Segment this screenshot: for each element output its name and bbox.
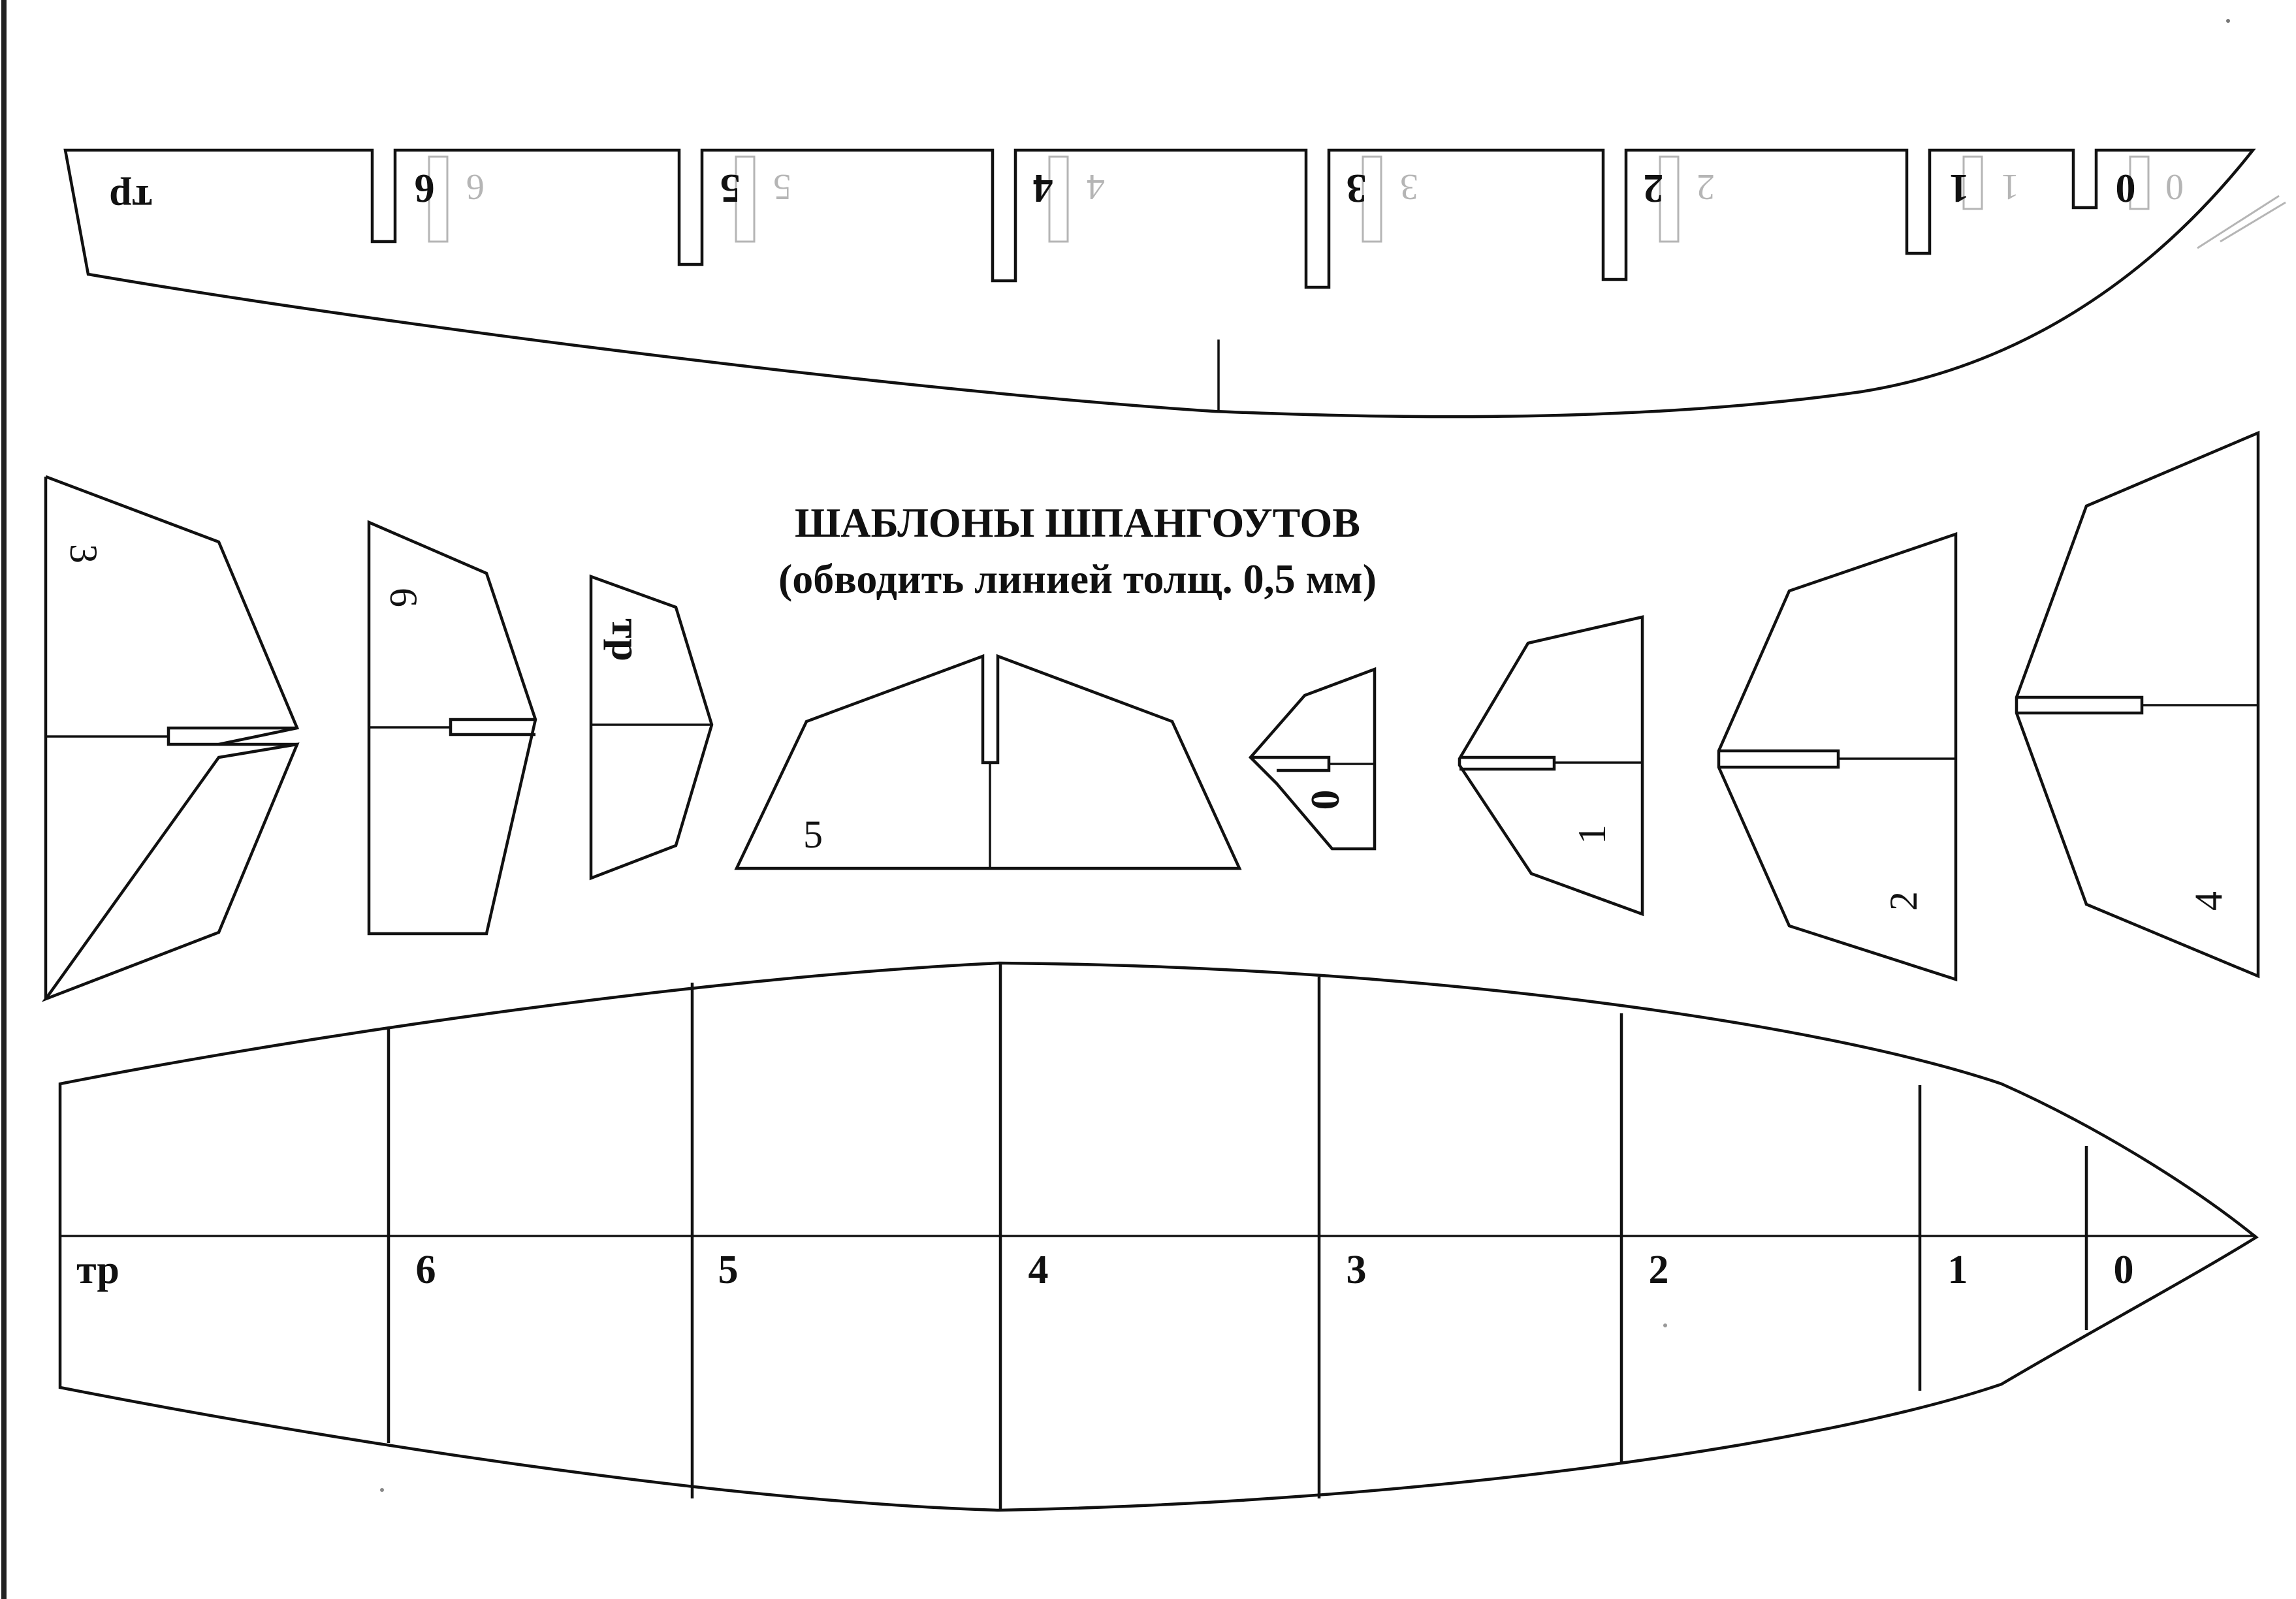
keel-ghost-label: 3 (1400, 166, 1418, 207)
keel-label: тр (109, 177, 152, 221)
keel-ghost-label: 4 (1087, 166, 1105, 207)
keel-label: 1 (1949, 166, 1969, 210)
keel-label: 4 (1033, 166, 1053, 210)
frame-label: тр (603, 618, 648, 661)
frame-outline (589, 574, 714, 881)
keel-profile: тр 6 5 4 3 2 1 0 6 5 4 3 2 1 0 (63, 148, 2286, 419)
keel-ghost-slots (428, 155, 2150, 243)
subtitle: (обводить линией толщ. 0,5 мм) (778, 556, 1377, 602)
frame-template-5: 5 (734, 654, 1242, 870)
frame-label: 2 (1882, 891, 1925, 911)
ghost-slot (1962, 155, 1983, 210)
keel-ghost-label: 5 (773, 166, 791, 207)
frame-label: 0 (1303, 790, 1348, 810)
frame-outline (1248, 667, 1377, 851)
frame-outline (734, 654, 1242, 870)
ghost-slot (1362, 155, 1382, 243)
keel-label: 2 (1644, 166, 1664, 210)
frame-template-2: 2 (1717, 531, 1958, 982)
keel-ghost-label: 6 (466, 166, 485, 207)
deck-labels: тр 6 5 4 3 2 1 0 (76, 1248, 2133, 1292)
keel-labels: тр 6 5 4 3 2 1 0 6 5 4 3 2 1 0 (109, 166, 2184, 221)
deck-label: 0 (2114, 1248, 2134, 1292)
frame-template-0: 0 (1248, 667, 1377, 851)
keel-ghost-label: 2 (1697, 166, 1715, 207)
keel-ghost-label: 1 (2001, 166, 2019, 207)
deck-stations (387, 963, 2088, 1510)
keel-ghost-label: 0 (2165, 166, 2184, 207)
frame-slot (1719, 749, 1840, 769)
deck-label: 1 (1948, 1248, 1968, 1292)
frame-template-4: 4 (2015, 430, 2260, 979)
keel-label: 5 (720, 166, 741, 210)
scan-speck (1663, 1323, 1667, 1327)
ghost-slot (1659, 155, 1680, 243)
frame-label: 1 (1571, 825, 1614, 844)
keel-outline (63, 148, 2256, 419)
keel-bow-ghost-1 (2197, 195, 2280, 249)
title: ШАБЛОНЫ ШПАНГОУТОВ (795, 499, 1360, 546)
deck-label: тр (76, 1248, 120, 1292)
deck-label: 6 (416, 1248, 436, 1292)
frame-template-3: 3 (41, 475, 300, 1002)
frame-outline (1458, 615, 1644, 917)
deck-label: 4 (1028, 1248, 1049, 1292)
frame-template-1: 1 (1458, 615, 1644, 917)
deck-label: 3 (1347, 1248, 1367, 1292)
frame-slot (449, 718, 535, 736)
keel-bow-ghost-2 (2220, 201, 2286, 243)
scan-speck (2226, 19, 2230, 23)
deck-plan: тр 6 5 4 3 2 1 0 (58, 961, 2259, 1512)
frame-label: 4 (2187, 891, 2230, 911)
scan-speck (380, 1488, 384, 1492)
ghost-slot (428, 155, 449, 243)
frame-label: 3 (62, 544, 105, 563)
frame-template-tr: тр (589, 574, 714, 881)
frame-outline (41, 475, 300, 1002)
frame-label: 6 (382, 588, 425, 607)
frame-slot (2017, 695, 2144, 715)
deck-label: 5 (718, 1248, 739, 1292)
deck-label: 2 (1649, 1248, 1669, 1292)
ghost-slot (2129, 155, 2150, 210)
frame-template-6: 6 (367, 520, 537, 936)
ghost-slot (735, 155, 756, 243)
keel-label: 3 (1347, 166, 1367, 210)
frame-outline (367, 520, 537, 936)
title-block: ШАБЛОНЫ ШПАНГОУТОВ (обводить линией толщ… (778, 499, 1377, 602)
frame-slot (1459, 755, 1556, 771)
keel-label: 6 (415, 166, 435, 210)
frame-label: 5 (803, 813, 823, 856)
ghost-slot (1048, 155, 1069, 243)
deck-outline (58, 961, 2259, 1512)
keel-label: 0 (2116, 166, 2136, 210)
